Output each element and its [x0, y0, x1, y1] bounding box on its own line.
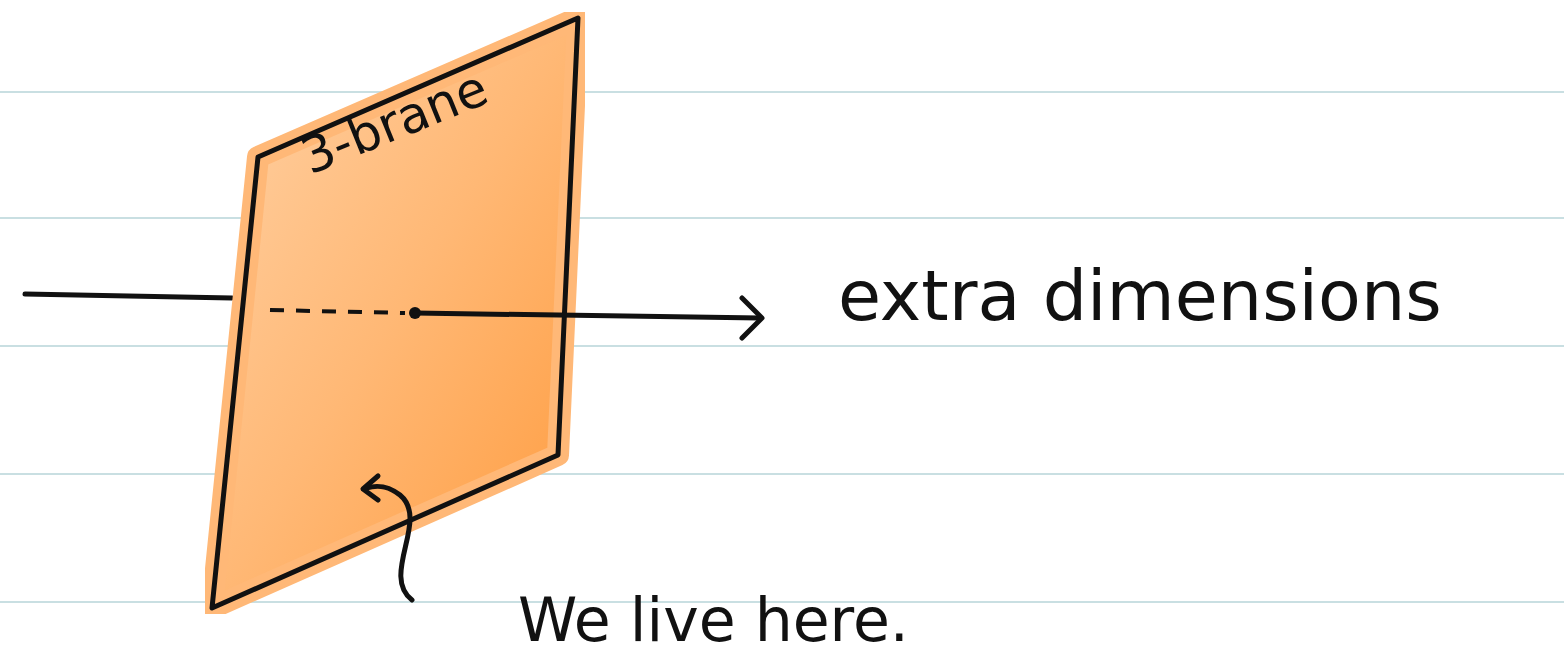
annotation-text: We live here. — [518, 585, 909, 655]
brane-border — [212, 18, 578, 608]
axis-arrowhead — [742, 298, 762, 338]
brane-shape: 3-brane — [205, 12, 585, 614]
brane-fill — [212, 18, 578, 608]
axis-line-left — [25, 294, 232, 298]
annotation-text: extra dimensions — [838, 255, 1442, 337]
